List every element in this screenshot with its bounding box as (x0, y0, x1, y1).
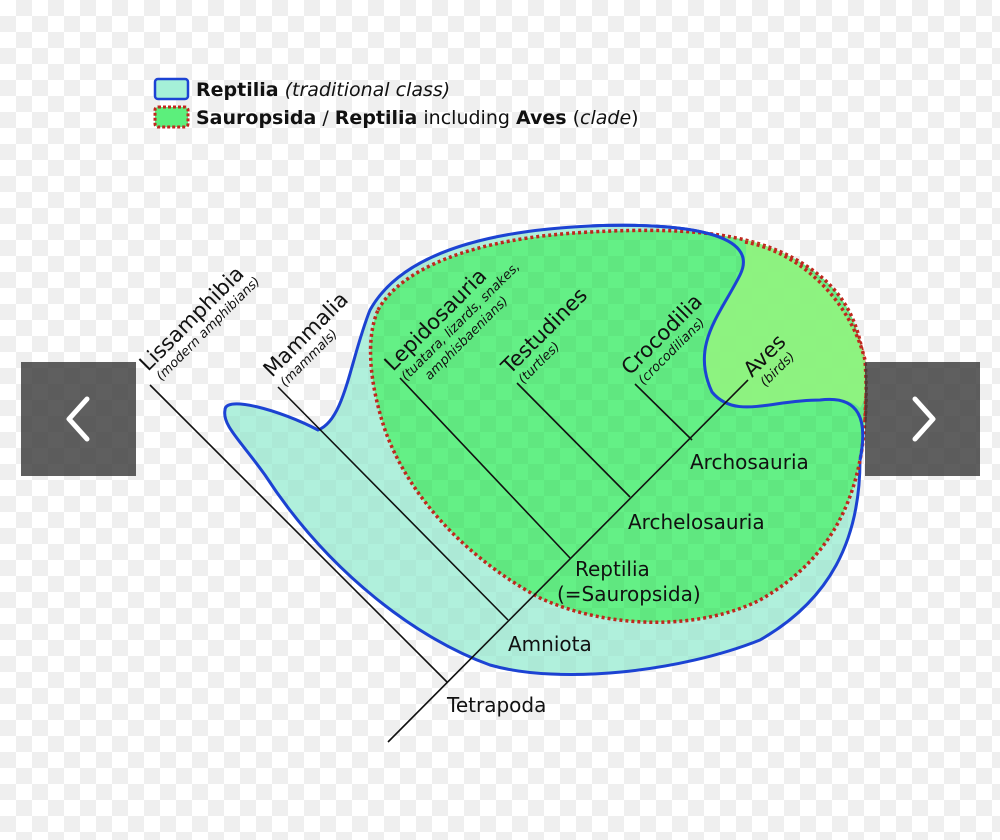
branch-main-stem (387, 379, 749, 743)
branch-crocodilia (634, 383, 693, 441)
branch-lepidosauria (399, 377, 571, 559)
prev-image-button[interactable] (21, 362, 136, 476)
node-label-reptilia: Reptilia (575, 557, 650, 581)
legend-label-sauropsida: Sauropsida / Reptilia including Aves (cl… (196, 107, 639, 129)
chevron-right-icon (912, 396, 935, 442)
clade-outline-overlay (744, 240, 868, 421)
branch-testudines (516, 382, 631, 498)
taxon-label-lissamphibia: Lissamphibia (modern amphibians) (135, 262, 264, 385)
legend: Reptilia (traditional class) Sauropsida … (153, 77, 639, 129)
branch-mammalia (277, 386, 509, 621)
node-label-archelosauria: Archelosauria (628, 510, 765, 534)
legend-label-reptilia: Reptilia (traditional class) (196, 79, 450, 101)
branch-lissamphibia (149, 384, 448, 683)
legend-swatch-sauropsida (153, 105, 190, 129)
node-label-tetrapoda: Tetrapoda (446, 693, 546, 717)
node-label-amniota: Amniota (508, 632, 592, 656)
reptilia-outline-overlay (589, 223, 865, 461)
chevron-left-icon (66, 396, 89, 442)
region-aves (704, 240, 866, 408)
node-label-archosauria: Archosauria (690, 450, 809, 474)
next-image-button[interactable] (865, 362, 980, 476)
cladogram-branches (149, 377, 749, 743)
taxon-name: Lissamphibia (135, 262, 249, 376)
node-label-reptilia-sauropsida: (=Sauropsida) (557, 582, 701, 606)
legend-swatch-reptilia (153, 77, 190, 101)
